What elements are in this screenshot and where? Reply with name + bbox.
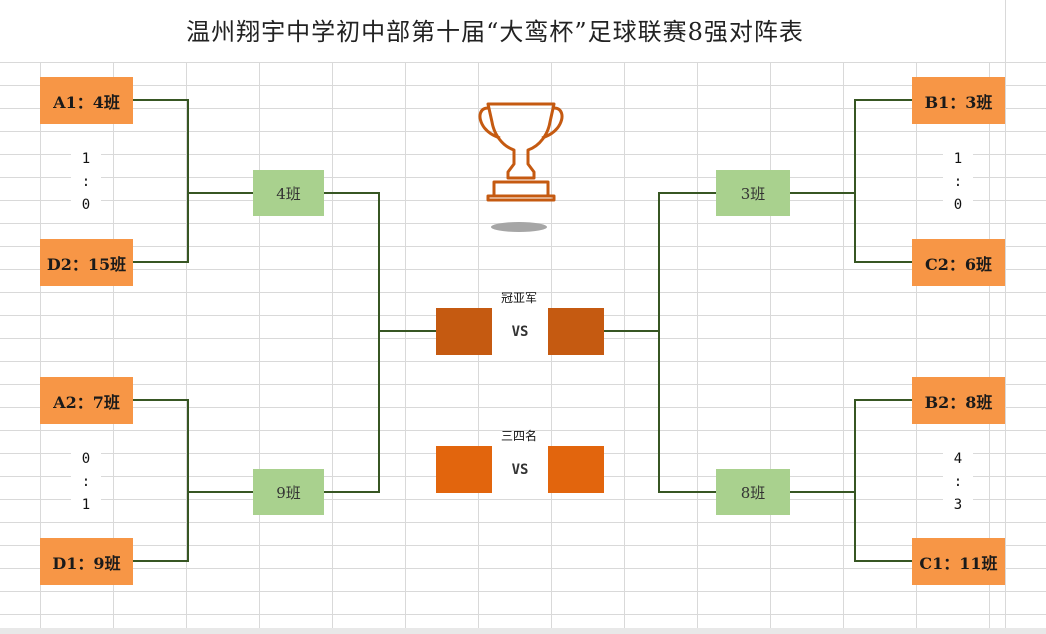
winner-right-bottom: 8班 <box>716 469 790 515</box>
score-left-top-1: 1 <box>71 148 101 171</box>
winner-left-bottom: 9班 <box>253 469 324 515</box>
team-c1: C1：11班 <box>912 538 1005 585</box>
score-right-top-sep: : <box>943 171 973 194</box>
final-left-slot <box>436 308 492 355</box>
score-left-bottom-1: 0 <box>71 448 101 471</box>
sheet-scrollbar[interactable] <box>0 628 1046 634</box>
third-left-slot <box>436 446 492 493</box>
title-row <box>0 0 1046 63</box>
final-right-slot <box>548 308 604 355</box>
trophy-icon <box>478 102 564 232</box>
team-d2: D2：15班 <box>40 239 133 286</box>
third-place-label: 三四名 <box>500 429 537 443</box>
team-c2: C2：6班 <box>912 239 1005 286</box>
team-b1: B1：3班 <box>912 77 1005 124</box>
score-left-top-2: 0 <box>71 194 101 217</box>
score-right-bottom-2: 3 <box>943 494 973 517</box>
score-right-bottom-sep: : <box>943 471 973 494</box>
page-title: 温州翔宇中学初中部第十届“大鸾杯”足球联赛8强对阵表 <box>186 18 804 46</box>
winner-right-top: 3班 <box>716 170 790 216</box>
score-left-bottom-2: 1 <box>71 494 101 517</box>
final-label: 冠亚军 <box>500 291 537 305</box>
third-vs: VS <box>492 446 548 493</box>
score-left-top-sep: : <box>71 171 101 194</box>
final-vs: VS <box>492 308 548 355</box>
team-a2: A2：7班 <box>40 377 133 424</box>
team-a1: A1：4班 <box>40 77 133 124</box>
score-left-bottom-sep: : <box>71 471 101 494</box>
winner-left-top: 4班 <box>253 170 324 216</box>
score-right-top-1: 1 <box>943 148 973 171</box>
third-right-slot <box>548 446 604 493</box>
score-right-top-2: 0 <box>943 194 973 217</box>
team-d1: D1：9班 <box>40 538 133 585</box>
team-b2: B2：8班 <box>912 377 1005 424</box>
score-right-bottom-1: 4 <box>943 448 973 471</box>
